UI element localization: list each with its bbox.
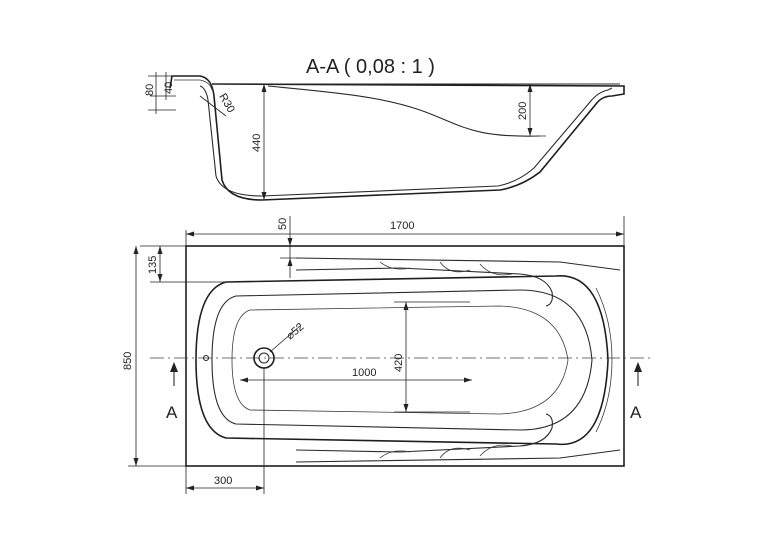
section-backrest-curve (267, 85, 541, 137)
plan-view: ⌀52 1700 50 135 850 420 (122, 216, 650, 494)
dim-arrow-200-top (527, 84, 533, 92)
dim-corner-leader (199, 95, 227, 117)
dim-arrow-440-top (261, 84, 267, 92)
section-inner-profile (199, 85, 613, 197)
dim-arrow-200-bottom (527, 128, 533, 136)
dim-arrow-1000-right (464, 377, 472, 383)
dim-arrow-300-right (256, 485, 264, 491)
dim-drain-diameter: ⌀52 (284, 321, 306, 342)
dim-length: 1700 (390, 220, 414, 232)
section-outer-profile (169, 75, 625, 201)
dim-arrow-420-bottom (403, 404, 409, 412)
section-rim-detail (174, 79, 213, 91)
dim-backrest: 200 (517, 102, 529, 120)
drain-leader (269, 325, 301, 353)
dim-drain-position: 300 (214, 475, 232, 487)
dim-arrow-850-top (133, 246, 139, 254)
plan-right-curve (595, 287, 613, 433)
dim-arrow-850-bottom (133, 458, 139, 466)
plan-basin-outline (195, 275, 609, 446)
dim-arrow-1700-left (186, 231, 194, 237)
plan-lower-ledge (295, 413, 621, 463)
drain-inner (258, 352, 270, 364)
dim-arrow-440-bottom (261, 192, 267, 200)
section-marker-left-arrow (170, 362, 178, 372)
dim-arrow-50-top (287, 238, 293, 246)
dim-rim-offset: 135 (147, 256, 159, 274)
plan-basin-floor (231, 305, 569, 415)
dim-rim-height: 80 (144, 84, 156, 96)
overflow-hole (202, 354, 210, 362)
dim-arrow-135-top (157, 246, 163, 254)
dim-rim-inner: 40 (163, 82, 175, 94)
dim-top-offset: 50 (277, 218, 289, 230)
dim-arrow-135-bottom (157, 274, 163, 282)
dim-arrow-420-top (403, 302, 409, 310)
dim-depth: 440 (251, 134, 263, 152)
dim-inner-width: 420 (393, 354, 405, 372)
dim-arrow-1000-left (240, 377, 248, 383)
section-title: A-A ( 0,08 : 1 ) (306, 56, 435, 78)
section-view: A-A ( 0,08 : 1 ) 80 40 R30 440 200 (144, 56, 625, 201)
plan-lower-ledge-detail (379, 444, 513, 459)
dim-arrow-1700-right (616, 231, 624, 237)
section-marker-right-arrow (634, 362, 642, 372)
section-marker-left: A (166, 403, 178, 422)
section-marker-right: A (630, 403, 642, 422)
dim-arrow-300-left (186, 485, 194, 491)
dim-arrow-50-bottom (287, 258, 293, 266)
plan-upper-ledge-detail (379, 261, 513, 276)
plan-basin-inner (211, 289, 593, 431)
plan-upper-ledge (295, 257, 621, 307)
dim-width: 850 (122, 352, 134, 370)
dim-inner-length: 1000 (352, 367, 376, 379)
plan-outer-rim (185, 245, 625, 467)
